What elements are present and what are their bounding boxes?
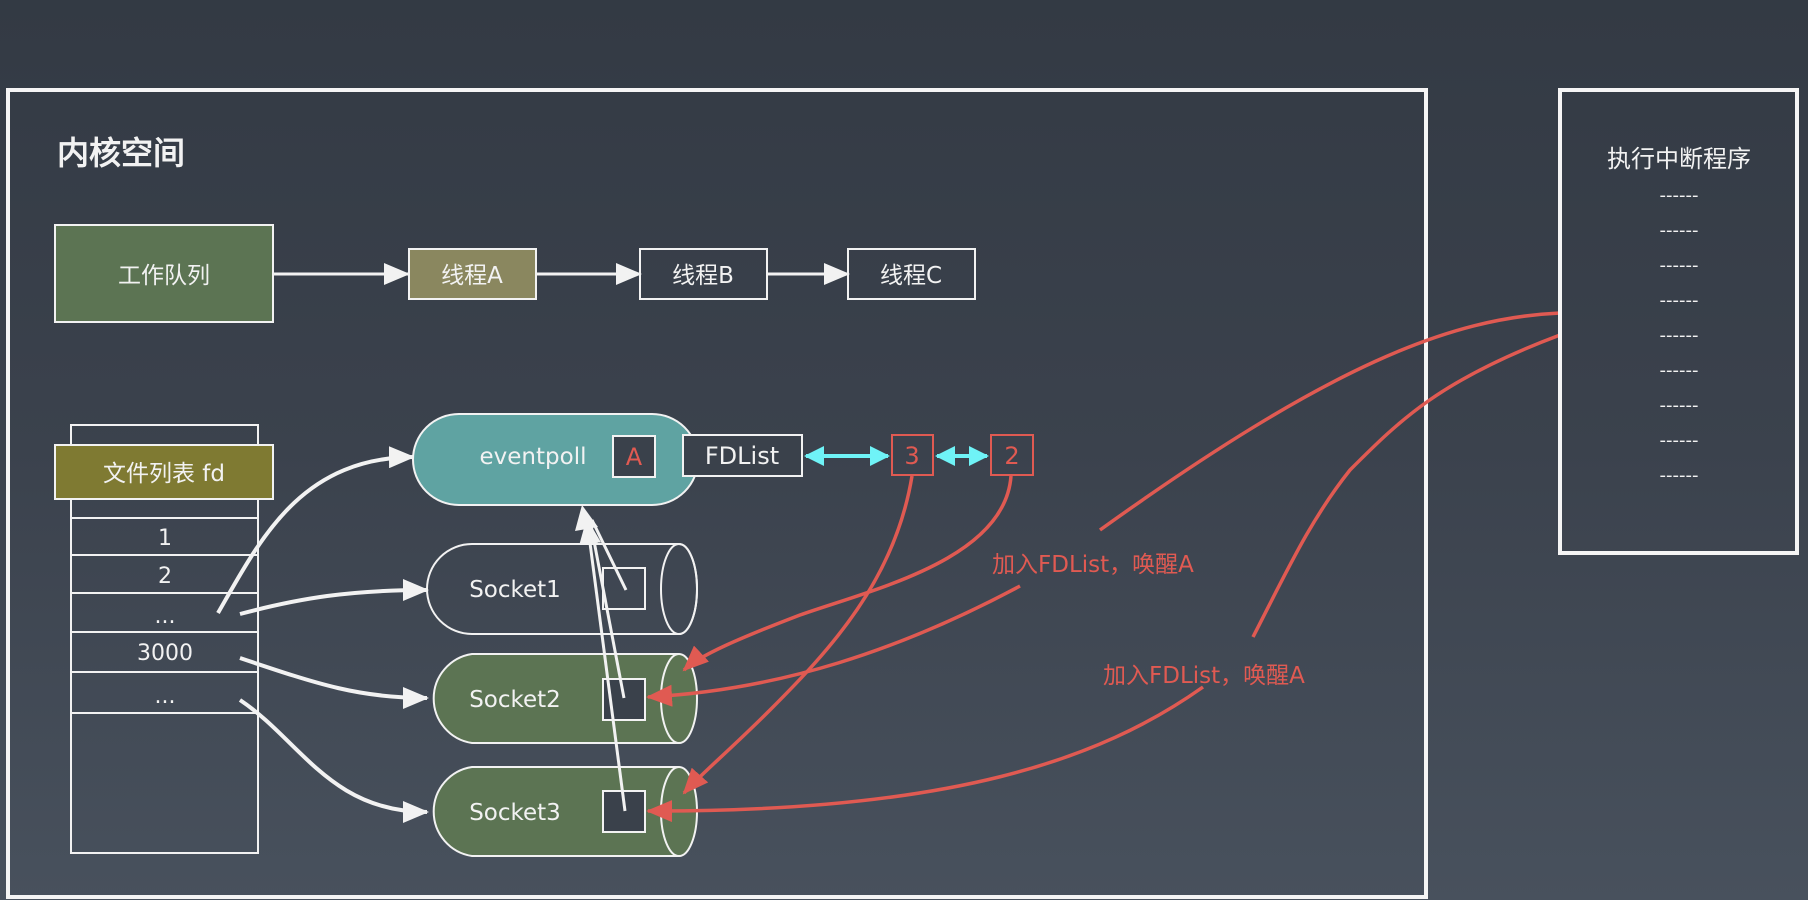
- arrow-fd-to-socket1: [239, 579, 429, 616]
- thread-b-label: 线程B: [672, 263, 734, 289]
- red-arrow-item2-to-socket2: [682, 475, 1013, 672]
- fdlist-item-box: [990, 434, 1034, 476]
- thread-b[interactable]: 线程B: [639, 248, 768, 300]
- socket2-end: [660, 653, 698, 744]
- interrupt-line: ------: [1660, 360, 1699, 381]
- socket1-label: Socket1: [469, 577, 561, 603]
- work-queue-box: [54, 224, 274, 323]
- eventpoll-wait-thread: A: [626, 443, 643, 471]
- fdlist-item-box: [891, 434, 934, 476]
- arrow-fd-to-eventpoll: [216, 446, 415, 614]
- socket1-end: [660, 543, 698, 635]
- red-arrow-interrupt-to-socket2-tail: [646, 584, 1021, 707]
- kernel-space-title: 内核空间: [57, 134, 185, 172]
- fd-table-label-box: [54, 444, 274, 500]
- annotation-wake-a-1: 加入FDList，唤醒A: [992, 552, 1194, 578]
- fd-table-frame: [70, 424, 259, 854]
- fd-row[interactable]: ...: [155, 684, 176, 709]
- thread-a-box: [408, 248, 537, 300]
- work-queue-label: 工作队列: [118, 263, 210, 289]
- interrupt-line: ------: [1660, 185, 1699, 206]
- thread-c[interactable]: 线程C: [847, 248, 976, 300]
- interrupt-line: ------: [1660, 325, 1699, 346]
- socket3-label: Socket3: [469, 800, 561, 826]
- fd-row[interactable]: 3000: [137, 641, 193, 666]
- fd-table-label: 文件列表 fd: [103, 461, 225, 487]
- interrupt-line: ------: [1660, 430, 1699, 451]
- interrupt-line: ------: [1660, 290, 1699, 311]
- interrupt-panel-title: 执行中断程序: [1607, 145, 1751, 173]
- fdlist-item-2[interactable]: 2: [990, 434, 1034, 476]
- red-arrow-interrupt-to-socket3-tail: [646, 685, 1205, 823]
- fd-row[interactable]: 1: [158, 526, 172, 551]
- fd-row[interactable]: ...: [155, 604, 176, 629]
- fdlist-item-label: 2: [1004, 442, 1019, 470]
- fdlist[interactable]: FDList: [682, 434, 803, 477]
- interrupt-lines: ------ ------ ------ ------ ------ ------ ----…: [1660, 185, 1699, 486]
- thread-a[interactable]: 线程A: [408, 248, 537, 300]
- fdlist-label: FDList: [705, 442, 779, 470]
- fdlist-box: [682, 434, 803, 477]
- wait-line-socket2: [588, 519, 626, 699]
- socket2-label: Socket2: [469, 687, 561, 713]
- thread-b-box: [639, 248, 768, 300]
- wait-line-socket3: [579, 518, 627, 812]
- socket2[interactable]: Socket2: [432, 653, 698, 744]
- interrupt-line: ------: [1660, 220, 1699, 241]
- kernel-space-frame: [6, 88, 1428, 899]
- socket1[interactable]: Socket1: [426, 543, 698, 635]
- arrow-fd-to-socket2: [239, 656, 429, 709]
- annotation-wake-a-2: 加入FDList，唤醒A: [1103, 663, 1305, 689]
- thread-c-label: 线程C: [880, 263, 942, 289]
- interrupt-panel: 执行中断程序 ---------------------------------…: [1558, 88, 1799, 555]
- work-queue[interactable]: 工作队列: [54, 224, 274, 323]
- interrupt-line: ------: [1660, 255, 1699, 276]
- eventpoll-wait-box: [612, 435, 656, 478]
- red-arrow-interrupt-to-socket2: [1098, 311, 1561, 532]
- interrupt-line: ------: [1660, 465, 1699, 486]
- wait-arrowhead: [575, 505, 598, 531]
- socket1-body: [426, 543, 698, 635]
- eventpoll-label: eventpoll: [480, 444, 587, 470]
- fd-table: 1 2 ... 3000 ... 文件列表 fd: [54, 424, 274, 854]
- interrupt-panel-frame: [1558, 88, 1799, 555]
- red-arrow-item3-to-socket3: [682, 475, 914, 795]
- eventpoll[interactable]: eventpoll A: [412, 413, 699, 506]
- fdlist-item-label: 3: [904, 442, 919, 470]
- thread-c-box: [847, 248, 976, 300]
- arrow-fd-to-socket3: [238, 698, 429, 823]
- red-arrow-interrupt-to-socket3: [1251, 333, 1561, 638]
- fd-row[interactable]: 2: [158, 564, 172, 589]
- thread-a-label: 线程A: [441, 263, 503, 289]
- interrupt-line: ------: [1660, 395, 1699, 416]
- fdlist-item-3[interactable]: 3: [891, 434, 934, 476]
